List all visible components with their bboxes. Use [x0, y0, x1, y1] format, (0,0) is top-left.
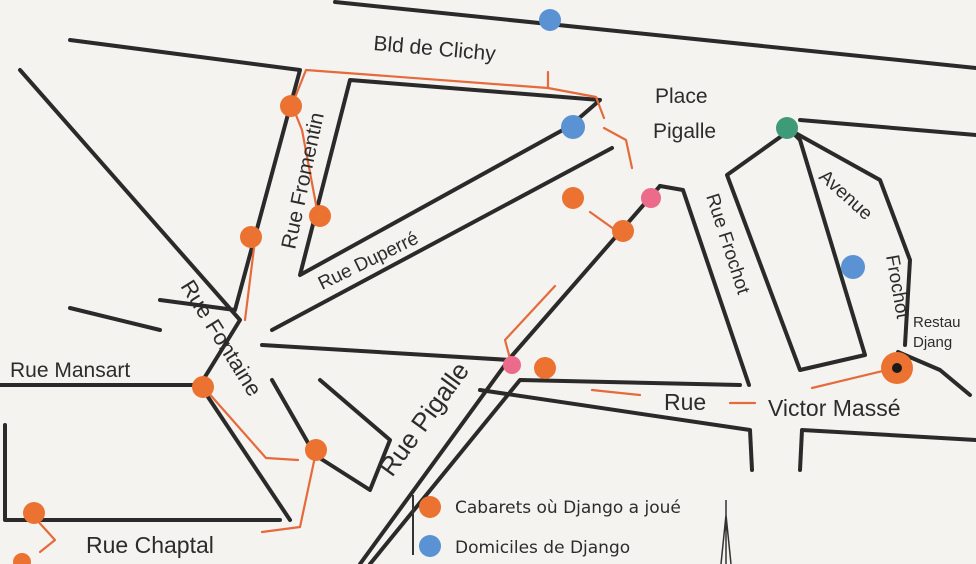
label-rue-frochot: Rue Frochot: [701, 191, 754, 298]
chaptal-line: [3, 423, 282, 522]
label-place: Place: [655, 85, 708, 108]
mansart-lower: [68, 306, 162, 332]
victor-masse-east: [798, 428, 976, 472]
label-rue-pigalle: Rue Pigalle: [373, 356, 475, 481]
cabaret-marker[interactable]: [534, 357, 556, 379]
legend-domicile-swatch: [419, 535, 441, 557]
cabaret-marker[interactable]: [280, 95, 302, 117]
domicile-marker[interactable]: [561, 115, 585, 139]
legend-pointer-icon: [720, 500, 732, 564]
route-chaptal-left: [33, 516, 57, 554]
frochot-line: [658, 184, 751, 387]
cabaret-marker[interactable]: [562, 187, 584, 209]
route-chaptal: [260, 450, 318, 534]
cabaret-marker[interactable]: [305, 439, 327, 461]
route-rue-arrow-2: [590, 388, 642, 397]
cabaret-marker[interactable]: [13, 553, 31, 564]
fontaine-west: [18, 68, 292, 522]
route-fontaine-down: [243, 238, 257, 322]
label-victor-masse: Victor Massé: [768, 395, 901, 421]
label-rue-fontaine: Rue Fontaine: [176, 275, 267, 400]
cabaret-marker[interactable]: [240, 226, 262, 248]
green-marker[interactable]: [776, 117, 798, 139]
location-markers: [13, 9, 913, 564]
label-bld-clichy: Bld de Clichy: [373, 32, 498, 66]
route-victor-masse: [810, 366, 897, 390]
route-fontaine-lower: [204, 388, 300, 462]
restaurant-marker-center: [892, 363, 902, 373]
cabaret-marker[interactable]: [309, 205, 331, 227]
restaurant-street: [896, 350, 972, 397]
left-block-outline: [68, 38, 302, 312]
pink-marker[interactable]: [503, 356, 521, 374]
label-pigalle: Pigalle: [653, 120, 716, 143]
label-rue-chaptal: Rue Chaptal: [86, 532, 214, 558]
label-rue: Rue: [664, 389, 706, 415]
avenue-frochot-curve: [788, 128, 912, 347]
avenue-frochot-right: [798, 118, 976, 137]
rue-pigalle-upper: [260, 343, 512, 362]
cabaret-marker[interactable]: [23, 502, 45, 524]
bld-clichy-line: [333, 0, 976, 70]
frochot-block: [725, 128, 867, 372]
label-restaurant-1: Restau: [913, 314, 961, 331]
legend-domicile-label: Domiciles de Django: [455, 538, 630, 558]
route-place-pigalle: [602, 126, 634, 170]
legend-bar: [412, 495, 414, 555]
domicile-marker[interactable]: [539, 9, 561, 31]
domicile-marker[interactable]: [841, 255, 865, 279]
label-rue-mansart: Rue Mansart: [10, 359, 130, 382]
fontaine-east: [270, 378, 392, 492]
victor-masse-line: [478, 388, 754, 472]
legend: Cabarets où Django a joué Domiciles de D…: [412, 495, 732, 564]
legend-cabaret-swatch: [419, 496, 441, 518]
route-segment-north: [290, 68, 606, 120]
pink-marker[interactable]: [641, 188, 661, 208]
legend-cabaret-label: Cabarets où Django a joué: [455, 498, 681, 518]
cabaret-marker[interactable]: [192, 376, 214, 398]
duperre-lower-line: [270, 146, 614, 332]
route-path: [33, 68, 897, 554]
street-labels: Bld de Clichy Place Pigalle Rue Fromenti…: [10, 32, 961, 558]
cabaret-marker[interactable]: [612, 220, 634, 242]
label-restaurant-2: Djang: [913, 334, 952, 351]
